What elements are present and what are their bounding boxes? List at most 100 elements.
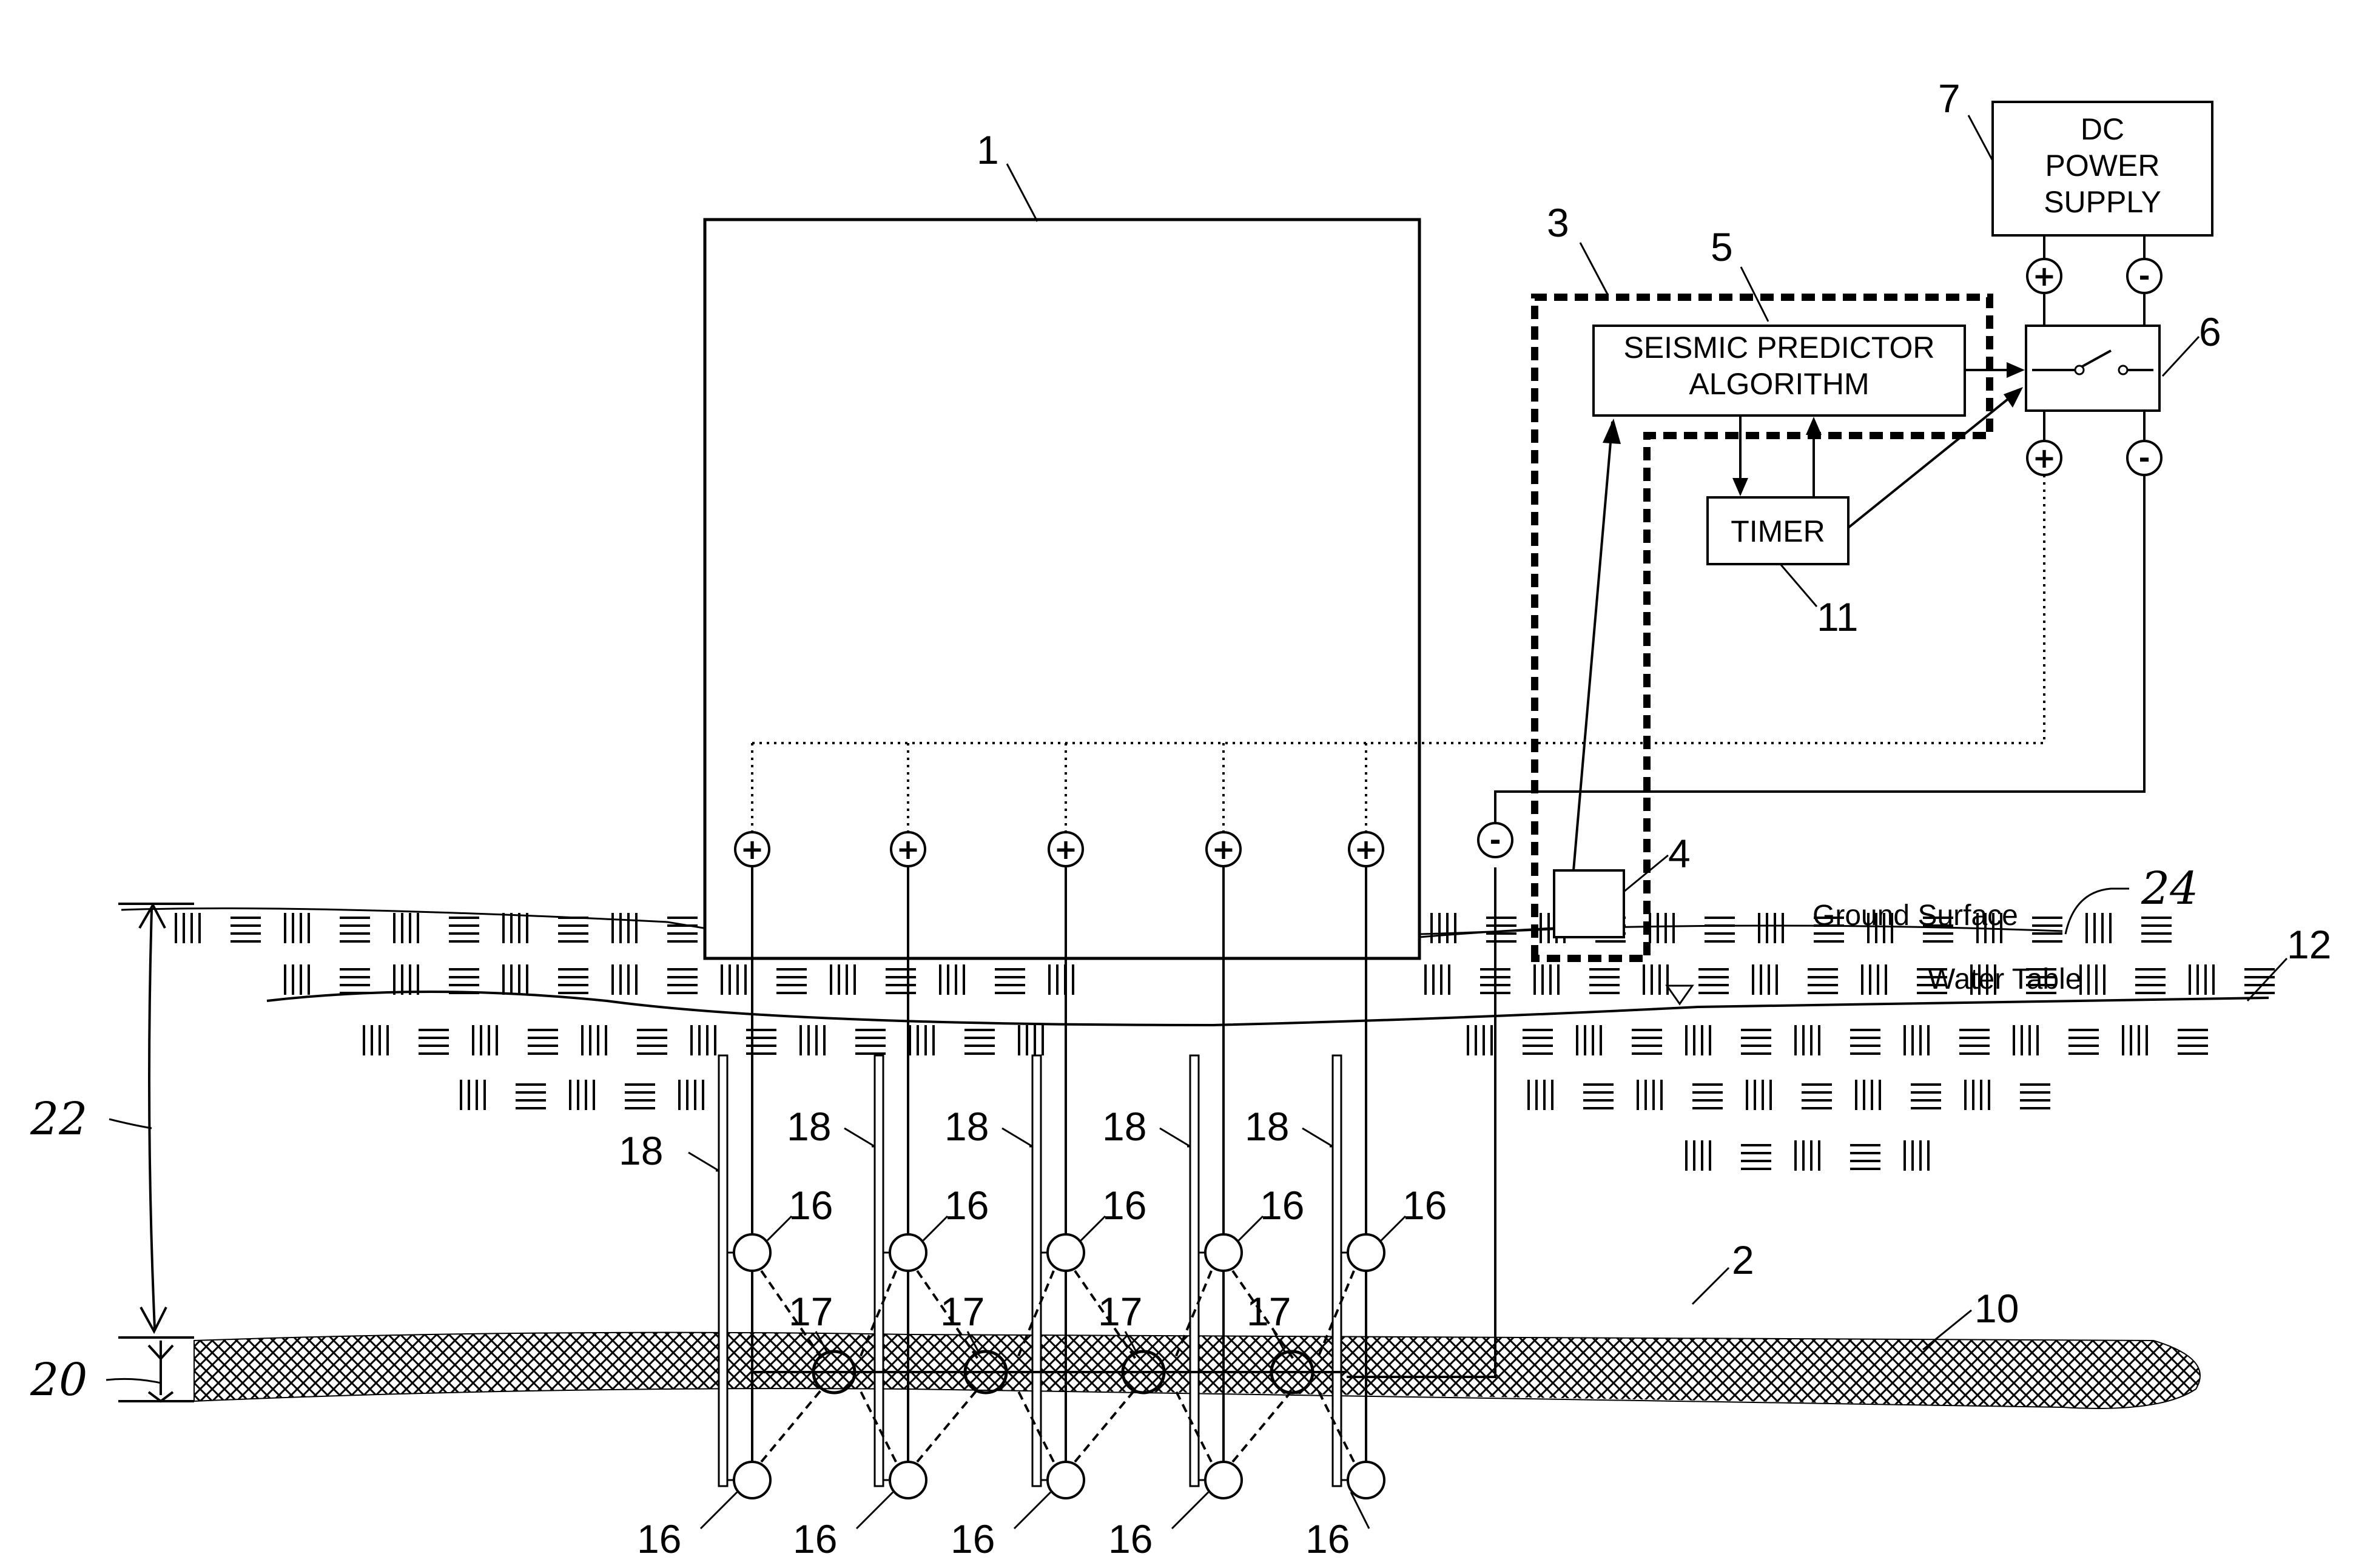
- soil-hatch-mark: [613, 964, 636, 995]
- ref-electrode: 16: [944, 1183, 989, 1228]
- plus-terminal: +: [1349, 832, 1383, 866]
- soil-hatch-mark: [1850, 1145, 1880, 1169]
- soil-hatch-mark: [364, 1025, 388, 1055]
- ref-electrode: 16: [1305, 1516, 1350, 1561]
- ref-building: 1: [977, 127, 999, 172]
- soil-hatch-mark: [394, 964, 418, 995]
- soil-hatch-mark: [1753, 964, 1777, 995]
- ref-supply: 7: [1938, 76, 1961, 121]
- dc-text-3: SUPPLY: [2044, 185, 2161, 219]
- soil-hatch-mark: [558, 969, 588, 993]
- ref-layer-thickness: 20: [30, 1354, 87, 1406]
- soil-hatch-mark: [2081, 964, 2104, 995]
- soil-hatch-mark: [2244, 969, 2275, 993]
- switch-box: [2026, 326, 2159, 411]
- soil-hatch-mark: [2068, 1030, 2099, 1054]
- plus-terminal: +: [891, 832, 925, 866]
- soil-hatch-mark: [582, 1025, 606, 1055]
- svg-text:-: -: [2138, 442, 2150, 474]
- soil-hatch-mark: [667, 918, 698, 941]
- ref-timer: 11: [1817, 594, 1859, 639]
- timer-text: TIMER: [1731, 514, 1825, 548]
- soil-hatch-mark: [2135, 969, 2166, 993]
- plus-terminal: +: [1049, 832, 1083, 866]
- soil-hatch-mark: [1583, 1085, 1614, 1108]
- minus-terminal: -: [2127, 259, 2161, 293]
- soil-hatch-mark: [1905, 1025, 1928, 1055]
- soil-hatch-mark: [1796, 1140, 1819, 1171]
- soil-hatch-mark: [1796, 1025, 1819, 1055]
- ref-water-table: 12: [2287, 922, 2331, 967]
- soil-hatch-mark: [1705, 918, 1735, 941]
- sensor-signal-line: [1574, 422, 1612, 870]
- minus-terminal: -: [2127, 441, 2161, 475]
- soil-hatch-mark: [2190, 964, 2213, 995]
- timer-to-predictor-arrow: [1806, 417, 1822, 435]
- soil-hatch-mark: [1802, 1085, 1832, 1108]
- soil-hatch-mark: [1862, 964, 1886, 995]
- ref-layer: 10: [1974, 1286, 2019, 1331]
- soil-hatch-mark: [1686, 1140, 1710, 1171]
- soil-hatch-mark: [1850, 1030, 1880, 1054]
- soil-hatch-mark: [1468, 1025, 1492, 1055]
- soil-hatch-mark: [2141, 918, 2172, 941]
- soil-hatch-mark: [473, 1025, 497, 1055]
- svg-text:+: +: [2033, 442, 2056, 474]
- switch-contact-a: [2075, 366, 2084, 374]
- soil-hatch-mark: [1632, 1030, 1662, 1054]
- soil-hatch-mark: [1905, 1140, 1928, 1171]
- soil-hatch-mark: [801, 1025, 824, 1055]
- plus-terminal: +: [735, 832, 769, 866]
- soil-hatch-mark: [285, 913, 309, 943]
- predictor-text-2: ALGORITHM: [1689, 367, 1869, 401]
- ref-cavity: 17: [1247, 1289, 1291, 1334]
- soil-hatch-mark: [964, 1030, 995, 1054]
- soil-hatch-mark: [722, 964, 746, 995]
- soil-hatch-mark: [910, 1025, 934, 1055]
- ref-switch: 6: [2199, 309, 2221, 354]
- soil-hatch-mark: [1432, 913, 1455, 943]
- minus-terminal: -: [1478, 823, 1512, 857]
- ref-ground-surface: 24: [2141, 863, 2198, 915]
- soil-hatch-mark: [1523, 1030, 1553, 1054]
- ref-electrode: 16: [789, 1183, 833, 1228]
- svg-text:-: -: [2138, 260, 2150, 292]
- electrode-well: 161618: [619, 867, 833, 1561]
- ref-electrode: 16: [793, 1516, 837, 1561]
- ref-electrode: 16: [951, 1516, 995, 1561]
- soil-hatch-mark: [1589, 969, 1620, 993]
- soil-hatch-mark: [1529, 1080, 1552, 1110]
- ref-depth: 22: [30, 1093, 87, 1145]
- soil-hatch-mark: [995, 969, 1025, 993]
- soil-hatch-mark: [503, 913, 527, 943]
- ref-cavity: 17: [1098, 1289, 1142, 1334]
- soil-hatch-mark: [1747, 1080, 1771, 1110]
- plus-terminal: +: [1207, 832, 1240, 866]
- soil-hatch-mark: [1049, 964, 1073, 995]
- dc-text-1: DC: [2081, 112, 2124, 146]
- svg-text:+: +: [1212, 833, 1236, 866]
- soil-hatch-mark: [1808, 969, 1838, 993]
- ref-predictor: 5: [1711, 224, 1733, 269]
- switch-contact-b: [2119, 366, 2127, 374]
- soil-hatch-mark: [340, 969, 370, 993]
- soil-hatch-mark: [285, 964, 309, 995]
- svg-text:+: +: [741, 833, 764, 866]
- soil-hatch-mark: [176, 913, 200, 943]
- ref-system: 3: [1547, 200, 1569, 245]
- soil-hatch-mark: [886, 969, 916, 993]
- soil-hatch-mark: [419, 1030, 449, 1054]
- plus-terminal: +: [2027, 441, 2061, 475]
- soil-hatch-mark: [2087, 913, 2110, 943]
- dc-text-2: POWER: [2045, 149, 2160, 183]
- soil-hatch-mark: [340, 918, 370, 941]
- soil-hatch-mark: [1638, 1080, 1661, 1110]
- soil-hatch-mark: [2014, 1025, 2038, 1055]
- ref-electrode: 16: [1260, 1183, 1304, 1228]
- water-table-marker: [1667, 986, 1692, 1004]
- ref-casing: 18: [944, 1104, 989, 1149]
- soil-hatch-mark: [503, 964, 527, 995]
- soil-hatch-mark: [1911, 1085, 1941, 1108]
- soil-hatch-mark: [1741, 1030, 1771, 1054]
